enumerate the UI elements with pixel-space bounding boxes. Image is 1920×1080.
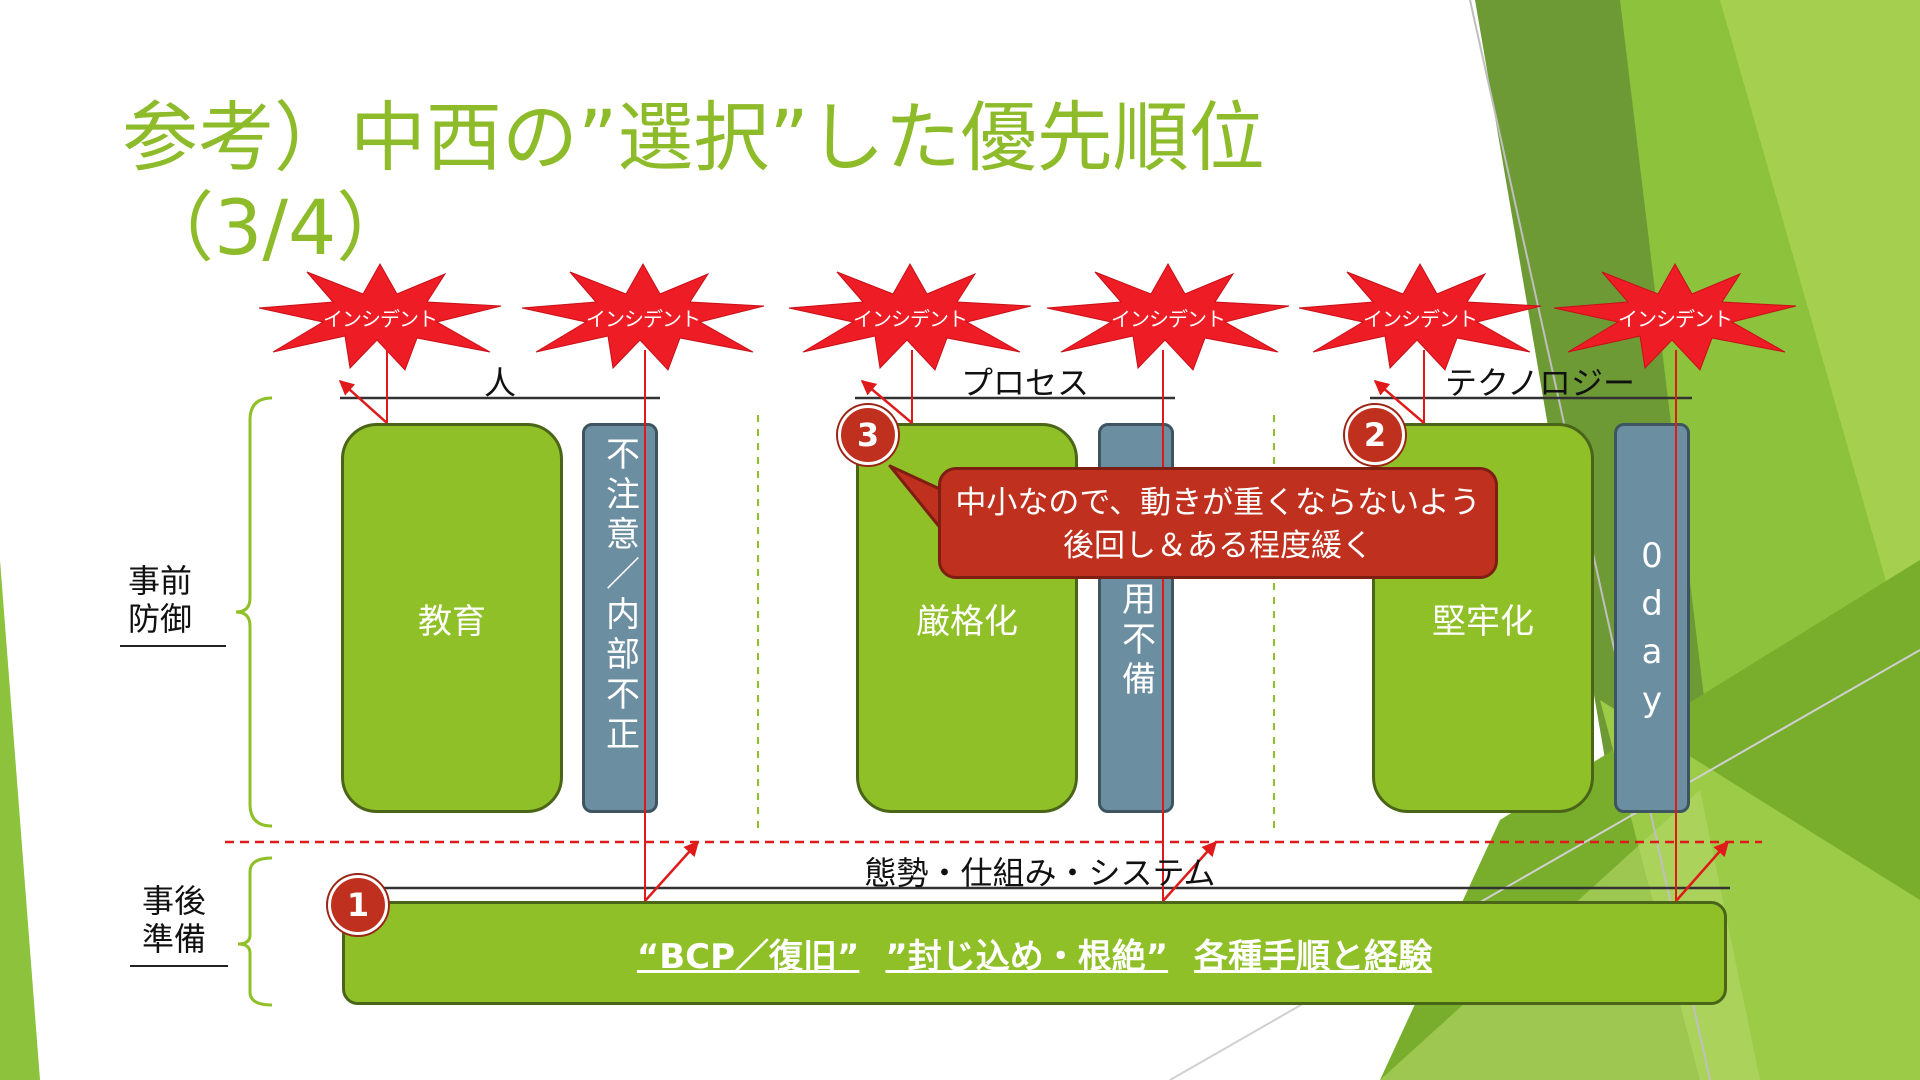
box-education: 教育 [341, 423, 563, 813]
incident-label: インシデント [1111, 306, 1226, 331]
incident-label: インシデント [1618, 306, 1733, 331]
callout-line1: 中小なので、動きが重くならないよう [955, 485, 1481, 521]
side-label-after: 事後 準備 [142, 882, 206, 959]
bottom-item-containment: ”封じ込め・根絶” [885, 936, 1169, 977]
incident-burst: インシデント [785, 262, 1035, 372]
side-label-after-line2: 準備 [142, 920, 207, 959]
incident-label: インシデント [323, 306, 438, 331]
callout-line2: 後回し＆ある程度緩く [1063, 528, 1373, 565]
incident-label: インシデント [1363, 306, 1478, 331]
page-title: 参考）中西の”選択”した優先順位 [122, 93, 1265, 182]
priority-badge-2: 2 [1345, 405, 1405, 465]
box-carelessness: 不注意／内部不正 [582, 423, 658, 813]
incident-burst: インシデント [255, 262, 505, 372]
box-carelessness-label: 不注意／内部不正 [599, 436, 640, 756]
category-technology: テクノロジー [1444, 364, 1636, 402]
priority-badge-1: 1 [328, 875, 388, 935]
box-zeroday-label: 0day [1632, 536, 1672, 728]
side-label-prevention-line1: 事前 [128, 562, 193, 600]
incident-burst: インシデント [1295, 262, 1545, 372]
box-zeroday: 0day [1614, 423, 1690, 813]
bottom-item-procedures: 各種手順と経験 [1194, 936, 1433, 977]
incident-label: インシデント [586, 306, 701, 331]
incident-burst: インシデント [1043, 262, 1293, 372]
side-label-prevention-line2: 防御 [128, 600, 193, 639]
side-label-prevention: 事前 防御 [128, 562, 192, 639]
posture-label: 態勢・仕組み・システム [864, 854, 1216, 892]
box-operation-label: 用不備 [1115, 581, 1156, 701]
response-bar: “BCP／復旧” ”封じ込め・根絶” 各種手順と経験 [342, 901, 1727, 1005]
bottom-item-bcp: “BCP／復旧” [636, 936, 860, 977]
page-title-page-number: （3/4） [138, 183, 413, 272]
incident-label: インシデント [853, 306, 968, 331]
incident-burst: インシデント [1550, 262, 1800, 372]
priority-badge-3: 3 [838, 405, 898, 465]
category-people: 人 [483, 364, 516, 402]
category-process: プロセス [960, 364, 1089, 402]
priority-note-callout: 中小なので、動きが重くならないよう 後回し＆ある程度緩く [938, 467, 1498, 579]
incident-burst: インシデント [518, 262, 768, 372]
side-label-after-line1: 事後 [142, 882, 207, 920]
box-operation: 用不備 [1098, 423, 1174, 813]
